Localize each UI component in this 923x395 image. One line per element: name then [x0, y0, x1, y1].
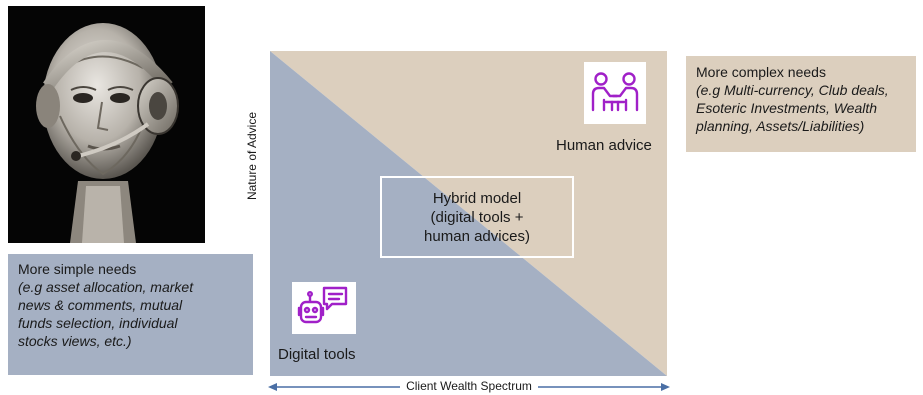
simple-needs-example-line: funds selection, individual — [18, 315, 178, 331]
y-axis-label: Nature of Advice — [245, 111, 259, 201]
robot-head-image — [8, 6, 205, 243]
digital-tools-region — [270, 51, 667, 376]
hybrid-model-line: (digital tools + — [430, 208, 524, 226]
x-axis-label: Client Wealth Spectrum — [400, 379, 538, 393]
arrow-left-icon — [268, 383, 277, 391]
complex-needs-example-line: (e.g Multi-currency, Club deals, — [696, 82, 889, 98]
x-axis-label-wrap: Client Wealth Spectrum — [268, 378, 670, 395]
hybrid-model-line: Hybrid model — [432, 189, 522, 207]
complex-needs-example-line: planning, Assets/Liabilities) — [696, 118, 865, 134]
chatbot-icon — [292, 282, 356, 334]
complex-needs-note: More complex needs (e.g Multi-currency, … — [686, 56, 916, 152]
complex-needs-example-line: Esoteric Investments, Wealth — [696, 100, 878, 116]
complex-needs-title: More complex needs — [696, 64, 826, 80]
x-axis: Client Wealth Spectrum — [268, 378, 670, 395]
hybrid-model-line: human advices) — [424, 227, 530, 245]
simple-needs-example-line: (e.g asset allocation, market — [18, 279, 194, 295]
digital-tools-label: Digital tools — [278, 346, 356, 363]
advice-matrix — [270, 51, 667, 376]
simple-needs-title: More simple needs — [18, 261, 137, 277]
simple-needs-example-line: news & comments, mutual — [18, 297, 183, 313]
simple-needs-note: More simple needs (e.g asset allocation,… — [8, 254, 253, 375]
arrow-right-icon — [661, 383, 670, 391]
simple-needs-example-line: stocks views, etc.) — [18, 333, 132, 349]
hybrid-model-box: Hybrid model (digital tools + human advi… — [380, 176, 574, 258]
people-meeting-icon — [584, 62, 646, 124]
human-advice-label: Human advice — [556, 137, 652, 154]
